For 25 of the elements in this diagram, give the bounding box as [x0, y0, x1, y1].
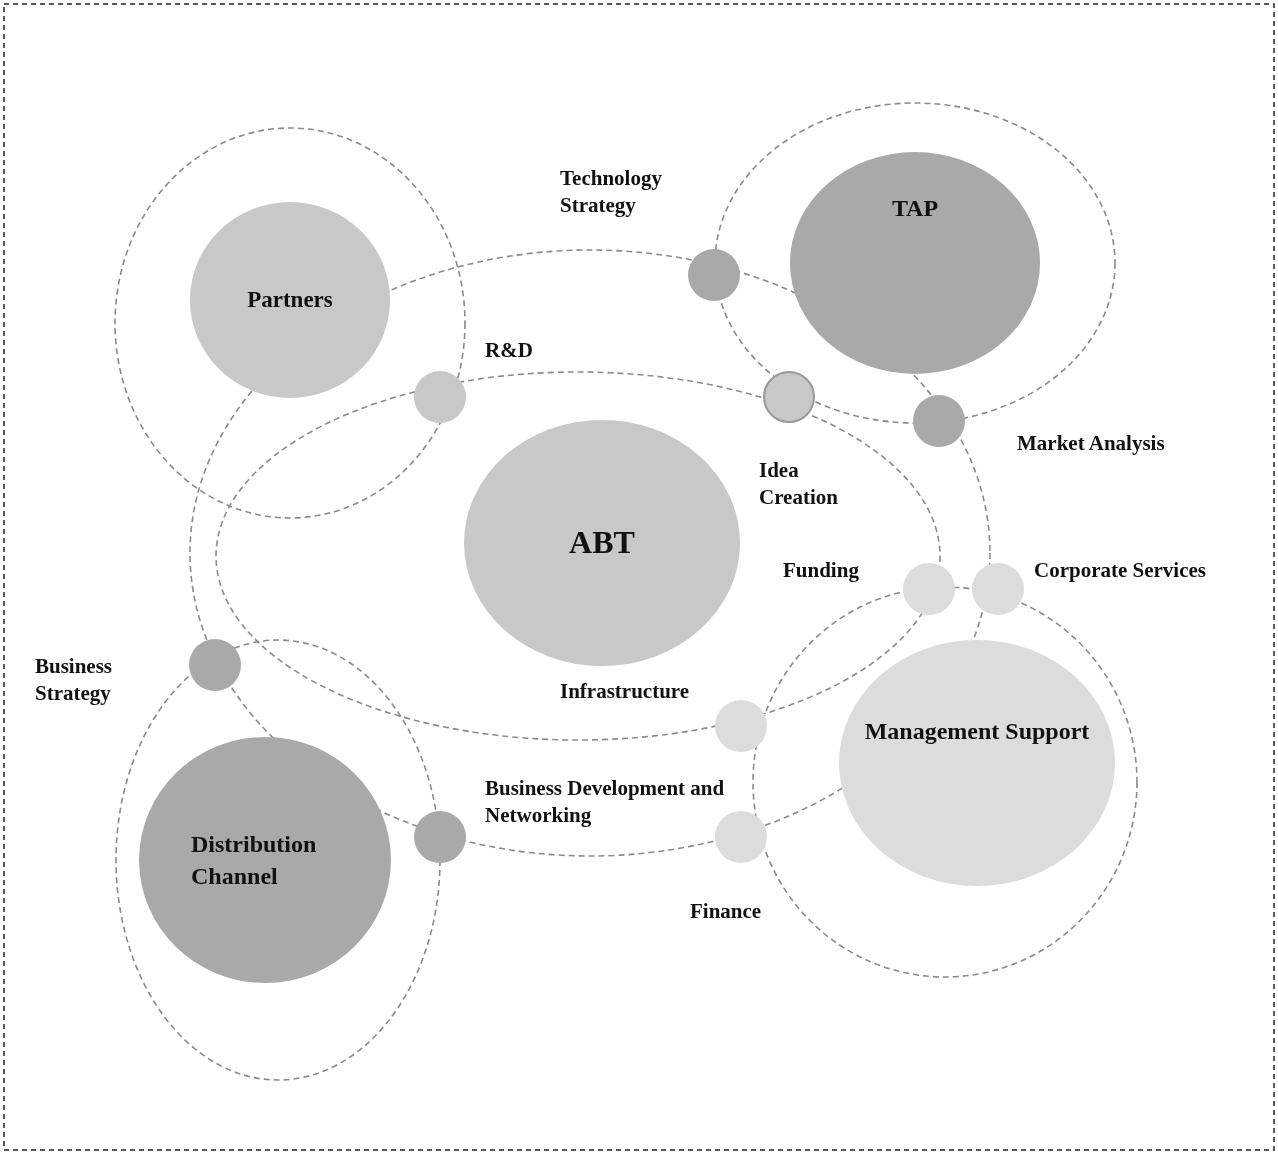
circle-caption: Idea Creation	[759, 457, 839, 512]
node-label: Distribution Channel	[191, 829, 318, 891]
circle-caption: Technology Strategy	[560, 165, 663, 220]
small-circle	[715, 700, 767, 752]
small-circle	[903, 563, 955, 615]
circle-caption: R&D	[485, 337, 534, 364]
circle-caption: Market Analysis	[1017, 430, 1166, 457]
small-circle	[913, 395, 965, 447]
node-label: TAP	[891, 194, 939, 223]
small-circle	[715, 811, 767, 863]
node-label: Management Support	[864, 717, 1090, 746]
circle-caption: Infrastructure	[560, 678, 691, 705]
small-circle	[414, 811, 466, 863]
circle-caption: Corporate Services	[1034, 557, 1208, 584]
circle-caption: Finance	[690, 898, 763, 925]
circle-caption: Business Development and Networking	[485, 775, 726, 830]
circle-caption: Funding	[783, 557, 860, 584]
node-label: Partners	[247, 286, 333, 315]
small-circle	[414, 371, 466, 423]
small-circle	[688, 249, 740, 301]
small-circle	[763, 371, 815, 423]
small-circle	[189, 639, 241, 691]
small-circle	[972, 563, 1024, 615]
node-label: ABT	[569, 523, 635, 563]
circle-caption: Business Strategy	[35, 653, 114, 708]
